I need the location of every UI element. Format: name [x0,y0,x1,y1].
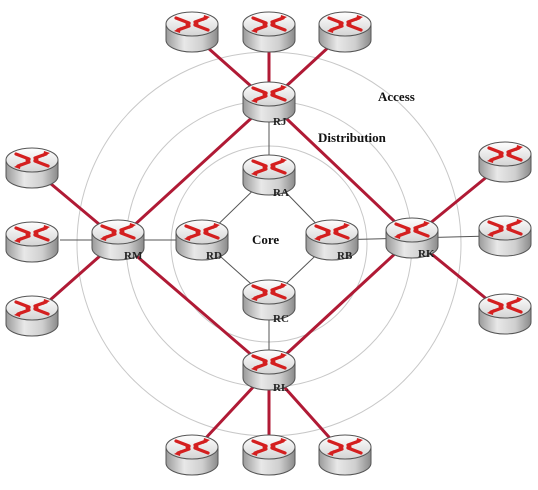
router-rj-label: RJ [273,116,287,128]
core-label: Core [252,232,279,247]
router-icon [477,214,533,258]
router-rk-label: RK [418,248,435,260]
router-icon [164,10,220,54]
router-icon [241,433,297,477]
router-icon [241,10,297,54]
router-icon [477,292,533,336]
router-icon [317,433,373,477]
router-icon [164,433,220,477]
link-rj-rm [116,100,271,242]
router-rb-label: RB [337,250,353,262]
link-rm-rl [116,238,271,372]
router-icon [4,146,60,190]
router-rl-label: RL [273,382,288,394]
router-icon [317,10,373,54]
router-icon [4,294,60,338]
ring-labels: Access Distribution Core [252,89,415,247]
router-rc-label: RC [273,313,289,325]
router-rm-label: RM [124,250,143,262]
router-labels: RJ RA RD RB RC RM RK RL [124,116,435,394]
link-rj-rk [267,100,414,240]
router-ra-label: RA [273,187,289,199]
access-label: Access [378,89,415,104]
router-icon [4,220,60,264]
router-rj-icon [241,80,297,124]
router-rd-label: RD [206,250,222,262]
router-icon [477,140,533,184]
link-rk-rl [267,236,414,372]
distribution-label: Distribution [318,130,387,145]
